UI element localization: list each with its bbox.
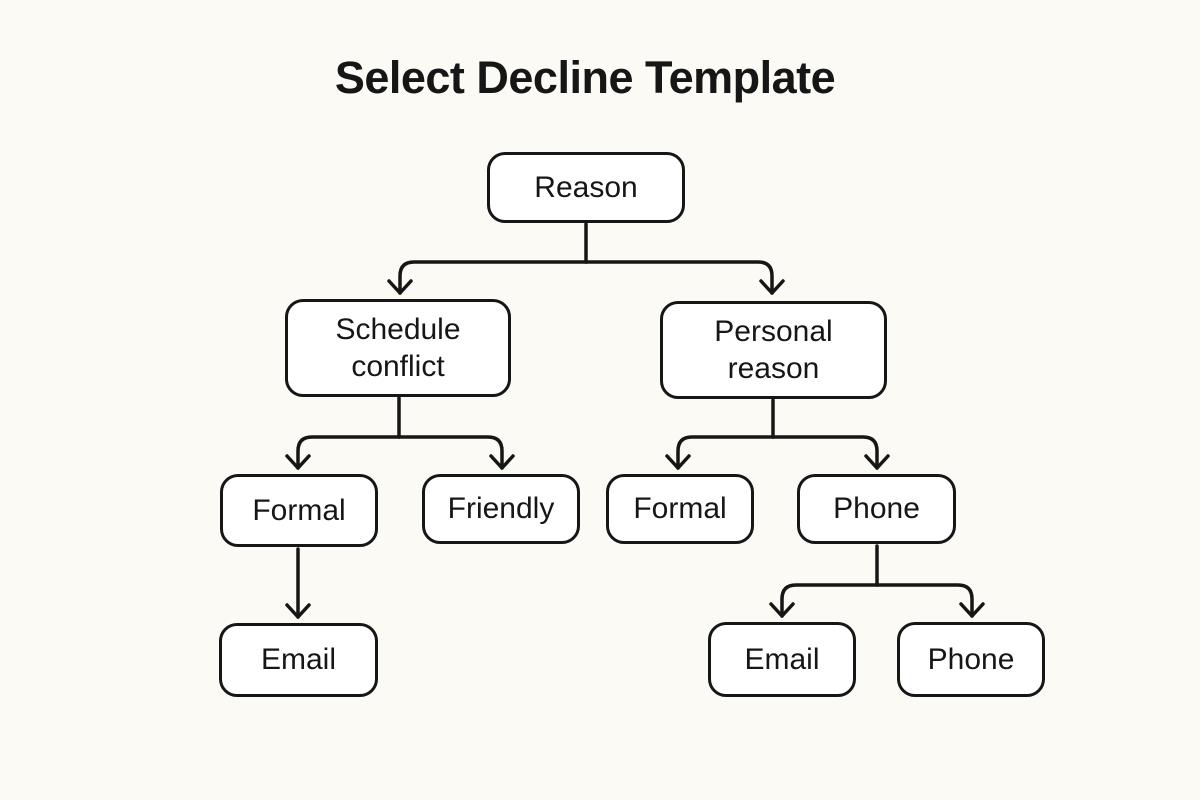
arrowhead-formal-left (285, 454, 311, 470)
edge-personal-to-formal (676, 435, 775, 470)
node-label: Schedule conflict (335, 312, 461, 384)
edge-phone-to-email (780, 583, 879, 618)
node-reason: Reason (487, 152, 685, 223)
arrowhead-email-left (285, 603, 311, 619)
node-label: Reason (534, 170, 638, 204)
node-label: Phone (833, 492, 920, 526)
node-label: Email (260, 643, 336, 677)
node-label: Formal (252, 493, 346, 527)
node-phone-right: Phone (897, 622, 1045, 697)
node-label: Formal (633, 492, 727, 526)
arrowhead-friendly (489, 454, 515, 470)
node-schedule-conflict: Schedule conflict (285, 299, 511, 397)
edge-schedule-to-formal (296, 435, 401, 470)
arrowhead-phone-right (959, 602, 985, 618)
edge-reason-to-personal-reason (584, 260, 774, 295)
arrowhead-phone-mid (864, 454, 890, 470)
arrowhead-schedule-conflict (387, 279, 413, 295)
node-label: Email (744, 642, 820, 676)
node-formal-right: Formal (606, 474, 754, 544)
node-friendly: Friendly (422, 474, 580, 544)
node-formal-left: Formal (220, 474, 378, 547)
connector-reason-to-children (387, 222, 785, 295)
connector-personal-reason-to-children (665, 398, 890, 470)
edge-phone-to-phone (875, 583, 974, 618)
connector-phone-to-children (769, 544, 985, 618)
node-label: Personal reason (714, 314, 833, 386)
edge-schedule-to-friendly (397, 435, 504, 470)
node-label: Friendly (447, 492, 555, 526)
node-email-right: Email (708, 622, 856, 697)
node-email-left: Email (219, 623, 378, 697)
arrowhead-personal-reason (759, 279, 785, 295)
arrowhead-email-right (769, 602, 795, 618)
node-personal-reason: Personal reason (660, 301, 887, 399)
connector-schedule-conflict-to-children (285, 396, 515, 470)
arrowhead-formal-right (665, 454, 691, 470)
page-title: Select Decline Template (334, 52, 836, 103)
edge-personal-to-phone (771, 435, 879, 470)
node-phone-mid: Phone (797, 474, 956, 544)
node-label: Phone (927, 642, 1015, 676)
connector-formal-to-email (285, 547, 311, 619)
edge-reason-to-schedule-conflict (398, 260, 588, 295)
